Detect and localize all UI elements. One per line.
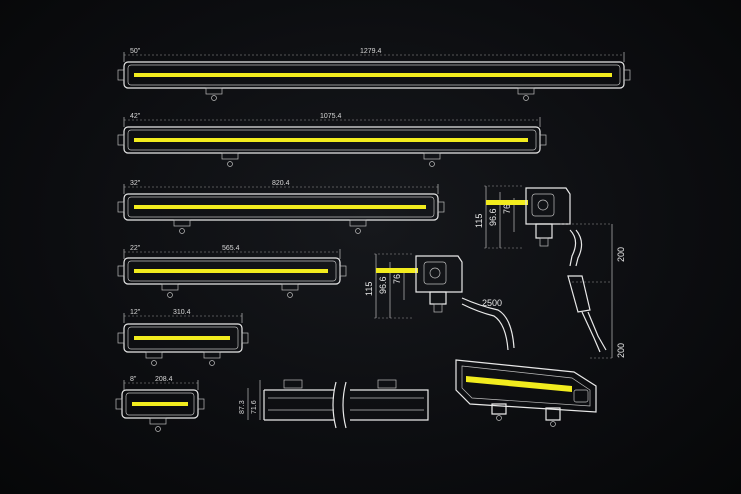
bar-50-size-label: 50" [130, 48, 141, 55]
bar-8-size-label: 8" [130, 376, 137, 383]
bracket-right-height-115: 115 [474, 214, 484, 228]
light-bar-8: 8" 208.4 [115, 376, 205, 432]
bar-42-length-label: 1075.4 [320, 113, 342, 120]
profile-height-total: 87.3 [239, 400, 246, 414]
bracket-left-height-96: 96.6 [378, 276, 388, 294]
bracket-left-height-115: 115 [364, 282, 374, 296]
bracket-right-height-76: 76 [502, 204, 512, 214]
bar-8-length-label: 208.4 [155, 376, 173, 383]
light-bar-22: 22" 565.4 [117, 245, 347, 298]
light-bar-perspective [455, 359, 597, 427]
profile-height-body: 71.6 [251, 400, 258, 414]
bar-50-length-label: 1279.4 [360, 48, 382, 55]
light-bar-32: 32" 820.4 [117, 180, 445, 234]
bar-side-profile: 87.3 71.6 [239, 379, 429, 429]
bracket-left-cable-length: 2500 [482, 298, 502, 308]
bar-42-size-label: 42" [130, 113, 141, 120]
bar-22-length-label: 565.4 [222, 245, 240, 252]
bar-32-size-label: 32" [130, 180, 141, 187]
bar-12-size-label: 12" [130, 309, 141, 316]
light-bar-12: 12" 310.4 [117, 309, 249, 366]
bracket-right-distance-1: 200 [616, 247, 626, 262]
bracket-right-distance-2: 200 [616, 343, 626, 358]
mounting-bracket-right: 115 96.6 76 200 200 [474, 185, 626, 359]
bracket-right-height-96: 96.6 [488, 208, 498, 226]
bar-32-length-label: 820.4 [272, 180, 290, 187]
bar-22-size-label: 22" [130, 245, 141, 252]
bar-12-length-label: 310.4 [173, 309, 191, 316]
bracket-left-height-76: 76 [392, 274, 402, 284]
mounting-bracket-left: 115 96.6 76 2500 [364, 253, 515, 351]
light-bar-42: 42" 1075.4 [117, 113, 547, 167]
light-bar-50: 50" 1279.4 [117, 48, 631, 101]
